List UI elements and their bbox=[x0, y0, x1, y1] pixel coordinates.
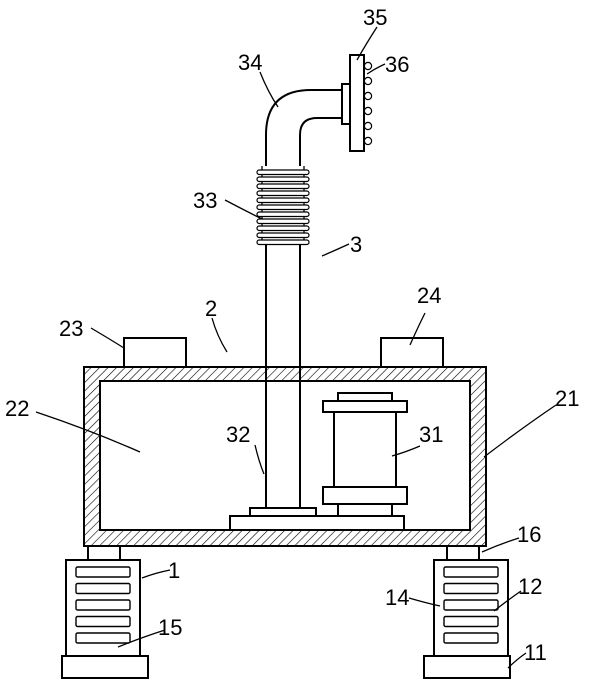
spray-head bbox=[349, 54, 365, 152]
label-11: 11 bbox=[524, 640, 547, 665]
label-3: 3 bbox=[350, 232, 362, 257]
spray-head-neck bbox=[341, 83, 351, 125]
bellows-ring bbox=[256, 190, 310, 197]
bellows-ring bbox=[256, 218, 310, 225]
pipe-base-plate bbox=[229, 515, 405, 531]
bellows-ring bbox=[256, 225, 310, 232]
label-23: 23 bbox=[59, 316, 83, 341]
bellows-ring bbox=[256, 176, 310, 183]
nozzle bbox=[363, 76, 373, 86]
spring-slot bbox=[75, 582, 131, 595]
label-31: 31 bbox=[419, 422, 443, 447]
label-12: 12 bbox=[518, 574, 542, 599]
spring-slot bbox=[443, 599, 499, 611]
nozzle bbox=[363, 121, 373, 131]
spray-nozzles bbox=[363, 61, 373, 146]
nozzle bbox=[363, 91, 373, 101]
inlet-port-right bbox=[380, 337, 444, 368]
spring-slot bbox=[443, 632, 499, 644]
label-14: 14 bbox=[385, 585, 409, 610]
bellows-ring bbox=[256, 232, 310, 239]
label-36: 36 bbox=[385, 52, 409, 77]
bellows-ring bbox=[256, 211, 310, 218]
right-spring-slots bbox=[443, 566, 499, 644]
pipe-base-block bbox=[249, 507, 317, 517]
bellows bbox=[256, 166, 310, 246]
spring-slot bbox=[443, 566, 499, 578]
nozzle bbox=[363, 106, 373, 116]
bellows-ring bbox=[256, 183, 310, 190]
nozzle bbox=[363, 61, 373, 71]
bellows-ring bbox=[256, 197, 310, 204]
label-2: 2 bbox=[205, 296, 217, 321]
bellows-ring bbox=[256, 239, 310, 246]
spring-slot bbox=[75, 632, 131, 644]
label-21: 21 bbox=[555, 386, 579, 411]
spring-slot bbox=[75, 615, 131, 628]
spring-slot bbox=[443, 615, 499, 628]
label-22: 22 bbox=[5, 396, 29, 421]
label-24: 24 bbox=[417, 283, 441, 308]
nozzle bbox=[363, 136, 373, 146]
inlet-port-left bbox=[123, 337, 187, 368]
spring-slot bbox=[443, 582, 499, 595]
bellows-ring bbox=[256, 204, 310, 211]
left-leg bbox=[61, 545, 149, 679]
pump bbox=[322, 392, 408, 517]
label-15: 15 bbox=[158, 615, 182, 640]
leader-lines bbox=[35, 26, 557, 669]
label-33: 33 bbox=[193, 188, 217, 213]
label-32: 32 bbox=[226, 422, 250, 447]
spring-slot bbox=[75, 599, 131, 611]
elbow-pipe bbox=[265, 89, 346, 166]
label-16: 16 bbox=[517, 522, 541, 547]
left-spring-slots bbox=[75, 566, 131, 644]
label-35: 35 bbox=[363, 5, 387, 30]
label-1: 1 bbox=[168, 558, 180, 583]
label-34: 34 bbox=[238, 50, 262, 75]
right-leg bbox=[423, 545, 511, 679]
vertical-pipe bbox=[265, 245, 301, 508]
spring-slot bbox=[75, 566, 131, 578]
bellows-ring bbox=[256, 169, 310, 176]
